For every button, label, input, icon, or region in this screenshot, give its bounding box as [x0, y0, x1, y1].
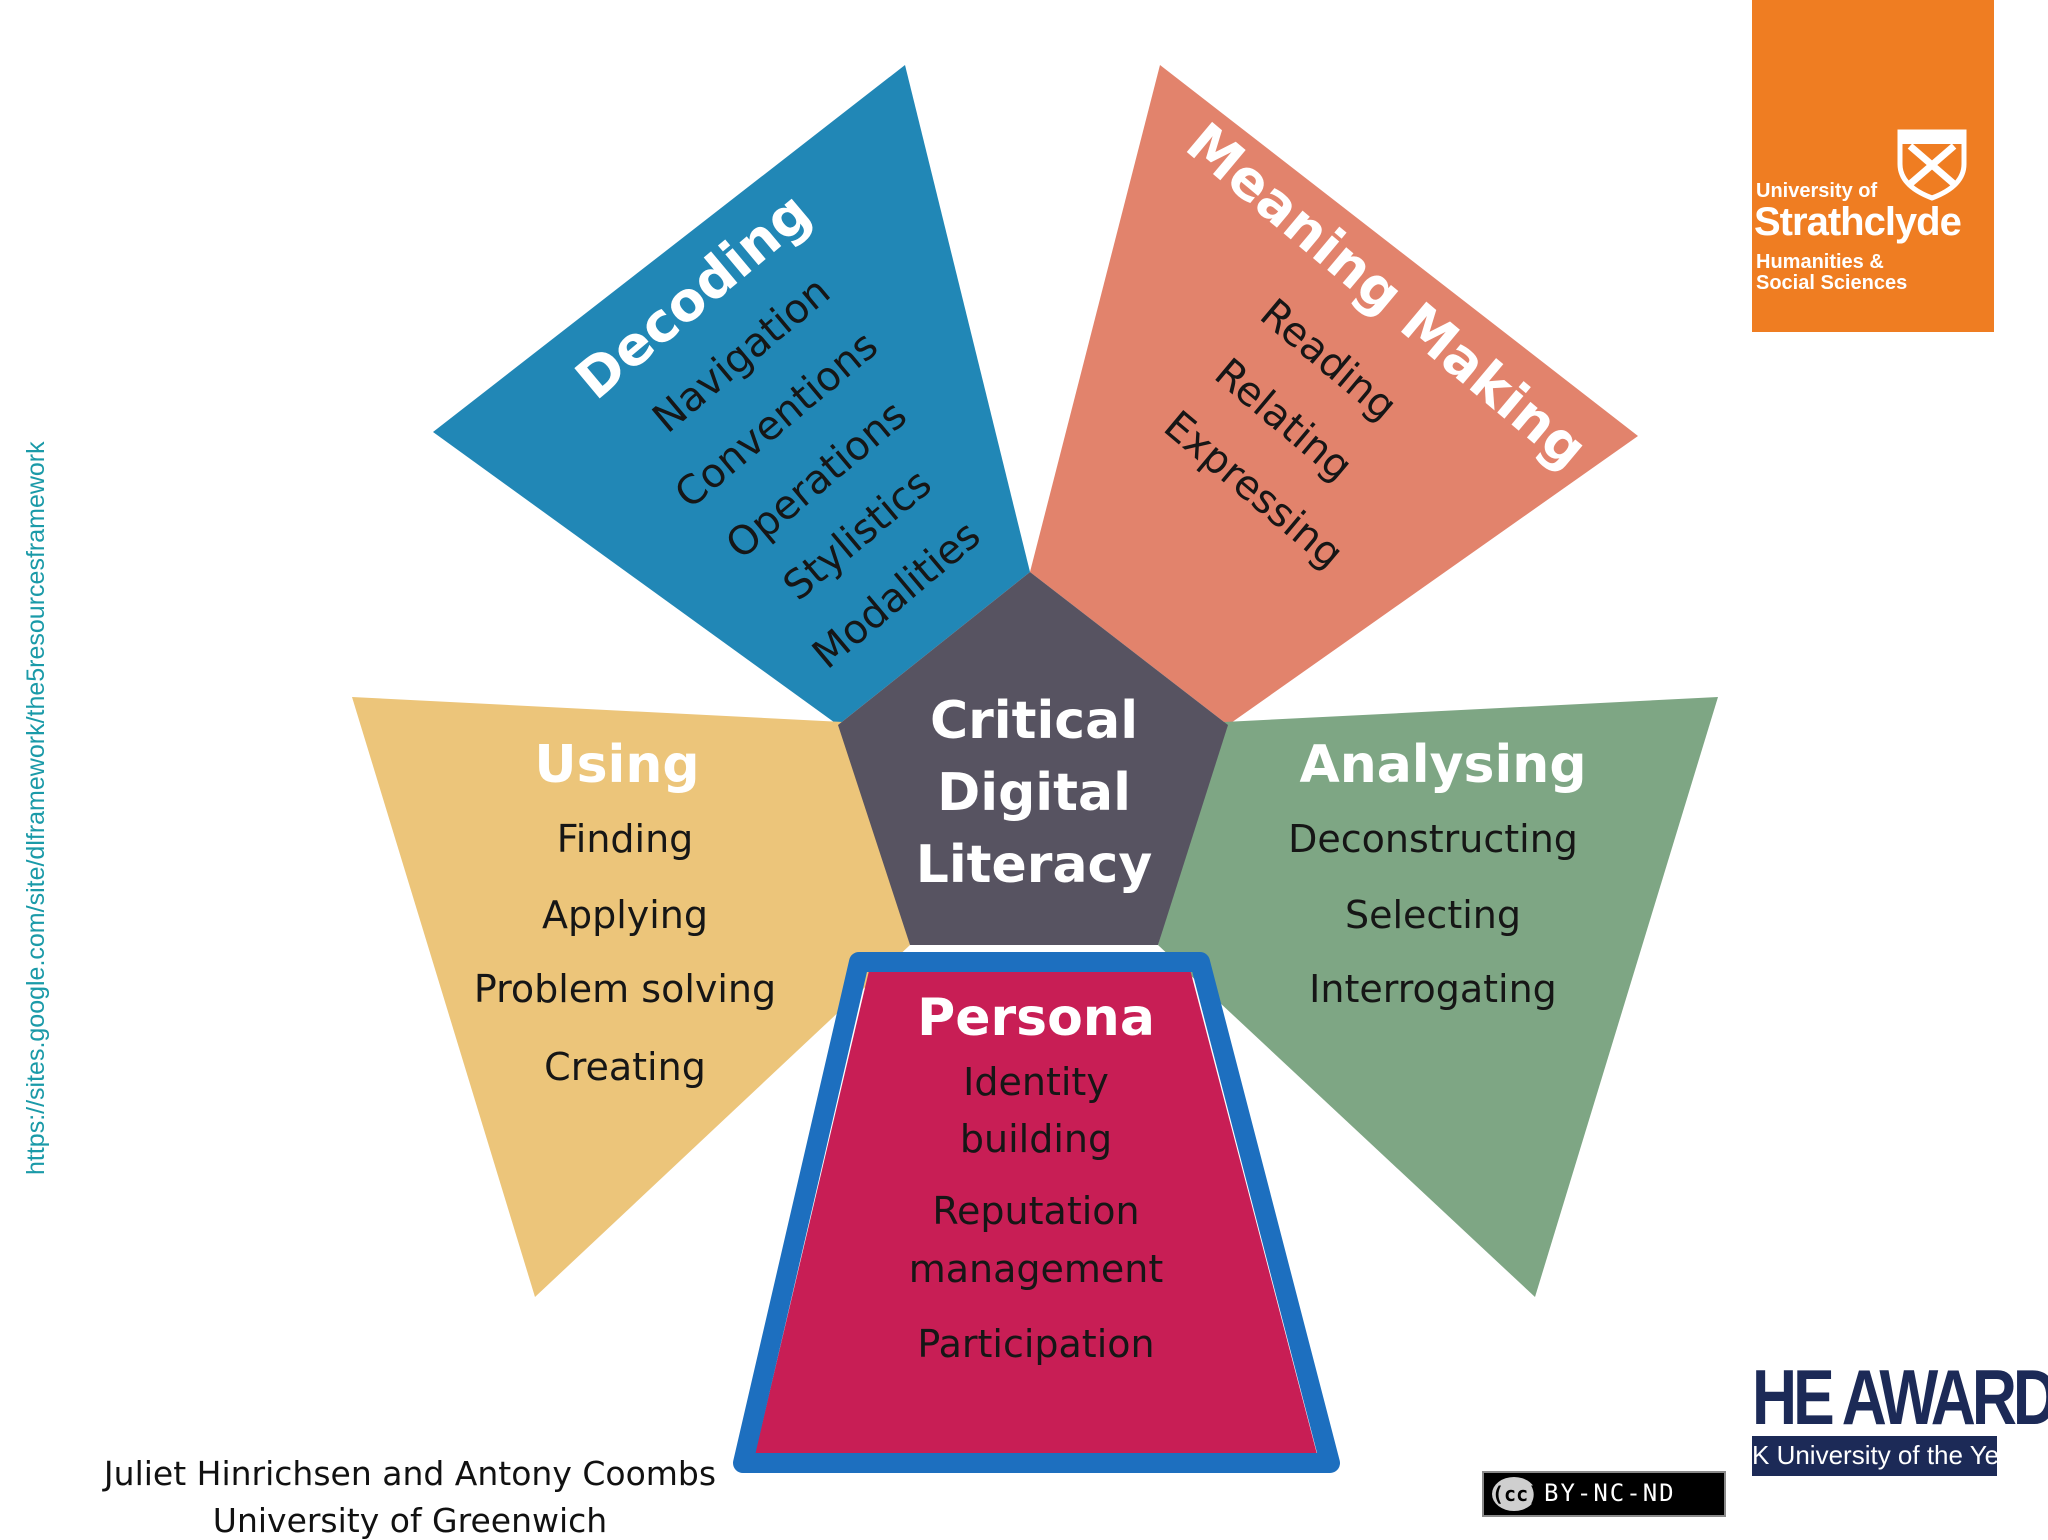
- credit-authors: Juliet Hinrichsen and Antony Coombs: [103, 1454, 717, 1493]
- source-url[interactable]: https://sites.google.com/site/dlframewor…: [22, 441, 50, 1175]
- persona-highlight-outline: [733, 952, 1340, 1473]
- persona-item: Participation: [917, 1322, 1154, 1366]
- using-title: Using: [534, 735, 699, 795]
- using-item: Applying: [542, 893, 708, 937]
- strathclyde-logo: University of Strathclyde Humanities & S…: [1752, 0, 1994, 332]
- cc-license-badge[interactable]: (cc) BY-NC-ND: [1482, 1471, 1726, 1517]
- awards-bar: [1752, 1436, 1997, 1476]
- using-segment: [352, 697, 910, 1297]
- center-line-3: Literacy: [916, 835, 1153, 895]
- persona-item: Identity: [963, 1060, 1109, 1104]
- cc-license-text: BY-NC-ND: [1544, 1479, 1676, 1507]
- center-line-2: Digital: [937, 763, 1131, 823]
- using-item: Creating: [544, 1045, 706, 1089]
- persona-title: Persona: [917, 988, 1155, 1048]
- persona-item: building: [960, 1117, 1112, 1161]
- center-line-1: Critical: [930, 691, 1138, 751]
- meaning-making-segment: [1030, 65, 1638, 725]
- crest-icon: [1897, 129, 1967, 201]
- analysing-segment: [1158, 697, 1718, 1297]
- using-item: Problem solving: [474, 967, 776, 1011]
- logo-line-1: University of: [1756, 180, 1878, 202]
- logo-line-3: Humanities &: [1756, 251, 1884, 273]
- persona-item: management: [909, 1247, 1164, 1291]
- critical-digital-literacy-center: [838, 572, 1228, 945]
- persona-segment: [754, 958, 1318, 1458]
- cc-icon: (cc): [1492, 1477, 1540, 1511]
- credit-institution: University of Greenwich: [212, 1501, 608, 1540]
- awards-subtitle: K University of the Year: [1752, 1440, 1997, 1470]
- analysing-item: Deconstructing: [1288, 817, 1578, 861]
- logo-line-4: Social Sciences: [1756, 272, 1908, 294]
- using-item: Finding: [557, 817, 694, 861]
- analysing-item: Interrogating: [1309, 967, 1557, 1011]
- decoding-segment: [433, 65, 1030, 725]
- logo-line-2: Strathclyde: [1754, 200, 1962, 244]
- awards-title: HE AWARDS: [1752, 1353, 2048, 1441]
- analysing-item: Selecting: [1345, 893, 1521, 937]
- persona-item: Reputation: [932, 1189, 1139, 1233]
- analysing-title: Analysing: [1299, 735, 1586, 795]
